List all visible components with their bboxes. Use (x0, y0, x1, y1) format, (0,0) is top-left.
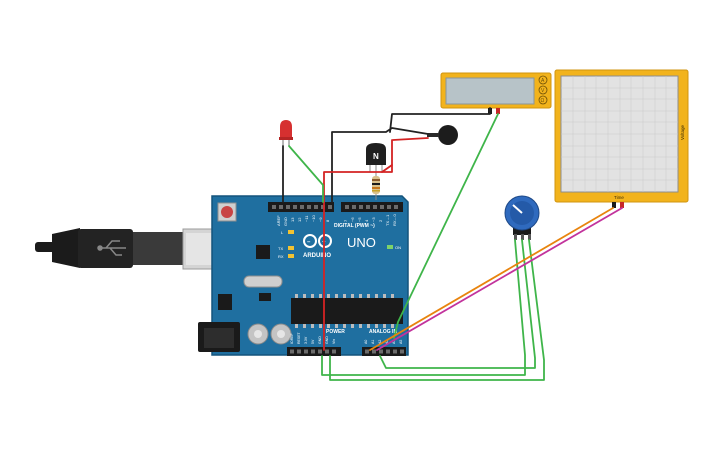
dc-motor[interactable] (427, 125, 458, 145)
mode-ohm: Ω (541, 98, 545, 104)
pin-label-a0: A0 (364, 340, 368, 344)
power-header[interactable] (287, 347, 341, 356)
pin-label-9: ~9 (318, 217, 323, 222)
capacitor-1 (247, 323, 269, 345)
arduino-board[interactable]: AREF GND 13 12 ~11 ~10 ~9 8 7 ~6 ~5 4 ~3… (198, 195, 409, 356)
pin-label-a5: A5 (399, 340, 403, 344)
svg-text:–: – (307, 240, 311, 246)
pin-label-8: 8 (325, 219, 330, 222)
oscilloscope[interactable]: Time Voltage (554, 69, 689, 208)
pin-label-1: TX→1 (385, 214, 390, 226)
usb-chip (256, 245, 270, 259)
pin-label-gnd-1: GND (318, 336, 322, 344)
mode-a: A (541, 78, 545, 84)
red-led[interactable] (279, 120, 293, 146)
pin-label-a1: A1 (371, 340, 375, 344)
wire-green-2[interactable] (393, 113, 499, 339)
power-label: POWER (326, 329, 345, 335)
npn-transistor[interactable]: N (366, 143, 386, 172)
pin-label-10: ~10 (311, 214, 316, 222)
multimeter[interactable]: A V Ω (440, 72, 552, 114)
potentiometer-wiper (512, 204, 523, 214)
pin-label-2: 2 (378, 219, 383, 222)
pin-label-6: ~6 (350, 217, 355, 222)
brand-label: ARDUINO (303, 253, 331, 259)
pin-label-11: ~11 (304, 215, 309, 222)
tx-label: TX (278, 246, 283, 251)
atmega-chip (291, 294, 403, 328)
pin-label-5: ~5 (357, 217, 362, 222)
analog-header[interactable] (362, 347, 406, 356)
pin-label-a2: A2 (378, 340, 382, 344)
wire-red-2[interactable] (323, 139, 393, 351)
digital-label: DIGITAL (PWM ~) (334, 223, 375, 229)
pin-label-a4: A4 (392, 340, 396, 344)
l-label: L (281, 230, 284, 235)
pin-label-7: 7 (343, 219, 348, 222)
wire-magenta[interactable] (376, 207, 623, 351)
regulator-chip (259, 293, 271, 301)
tx-led (288, 246, 294, 250)
rx-led (288, 254, 294, 258)
crystal-oscillator (243, 275, 283, 288)
pin-label-ioref: IOREF (290, 333, 294, 344)
capacitor-2 (270, 323, 292, 345)
scope-probe-red[interactable] (620, 202, 624, 208)
potentiometer[interactable] (504, 195, 540, 240)
wire-green-1[interactable] (288, 145, 324, 203)
multimeter-probe-red[interactable] (496, 108, 500, 114)
resistor[interactable] (372, 172, 380, 200)
wire-green-4[interactable] (329, 239, 545, 381)
scope-probe-black[interactable] (612, 202, 616, 208)
pin-label-gnd-2: GND (325, 336, 329, 344)
voltage-label: Voltage (680, 124, 685, 140)
l-led (288, 230, 294, 234)
wire-red-1[interactable] (392, 137, 429, 141)
pin-label-aref: AREF (276, 215, 281, 226)
wire-black-3[interactable] (389, 107, 491, 133)
wire-red-3[interactable] (381, 164, 393, 173)
on-led (387, 245, 393, 249)
transistor-label: N (373, 152, 379, 161)
analog-label: ANALOG IN (369, 329, 397, 335)
usb-cable[interactable] (35, 228, 239, 270)
pin-label-3: ~3 (371, 217, 376, 222)
wire-black-2[interactable] (331, 127, 429, 203)
time-label: Time (614, 195, 624, 200)
pin-label-13: 13 (290, 217, 295, 222)
pin-label-vin: Vin (332, 339, 336, 344)
pin-label-3v3: 3.3V (304, 336, 308, 344)
pin-label-reset: RESET (297, 331, 301, 344)
pin-label-0: RX←0 (392, 213, 397, 226)
pin-label-12: 12 (297, 217, 302, 222)
pin-label-4: 4 (364, 219, 369, 222)
rx-label: RX (278, 254, 284, 259)
digital-header[interactable] (268, 202, 403, 212)
pin-label-5v: 5V (311, 339, 315, 344)
oscilloscope-grid (561, 76, 678, 192)
multimeter-mode-buttons[interactable]: A V Ω (538, 75, 548, 105)
mode-v: V (541, 88, 545, 94)
pin-label-gnd: GND (283, 217, 288, 226)
on-label: ON (395, 245, 401, 250)
voltage-regulator (218, 294, 232, 310)
wire-green-3[interactable] (321, 239, 526, 376)
usb-icon (97, 240, 126, 256)
wire-orange[interactable] (369, 207, 614, 351)
wire-green-5[interactable] (379, 239, 536, 369)
pin-label-a3: A3 (385, 340, 389, 344)
reset-button[interactable] (217, 202, 237, 222)
uno-logo: UNO (347, 235, 376, 250)
